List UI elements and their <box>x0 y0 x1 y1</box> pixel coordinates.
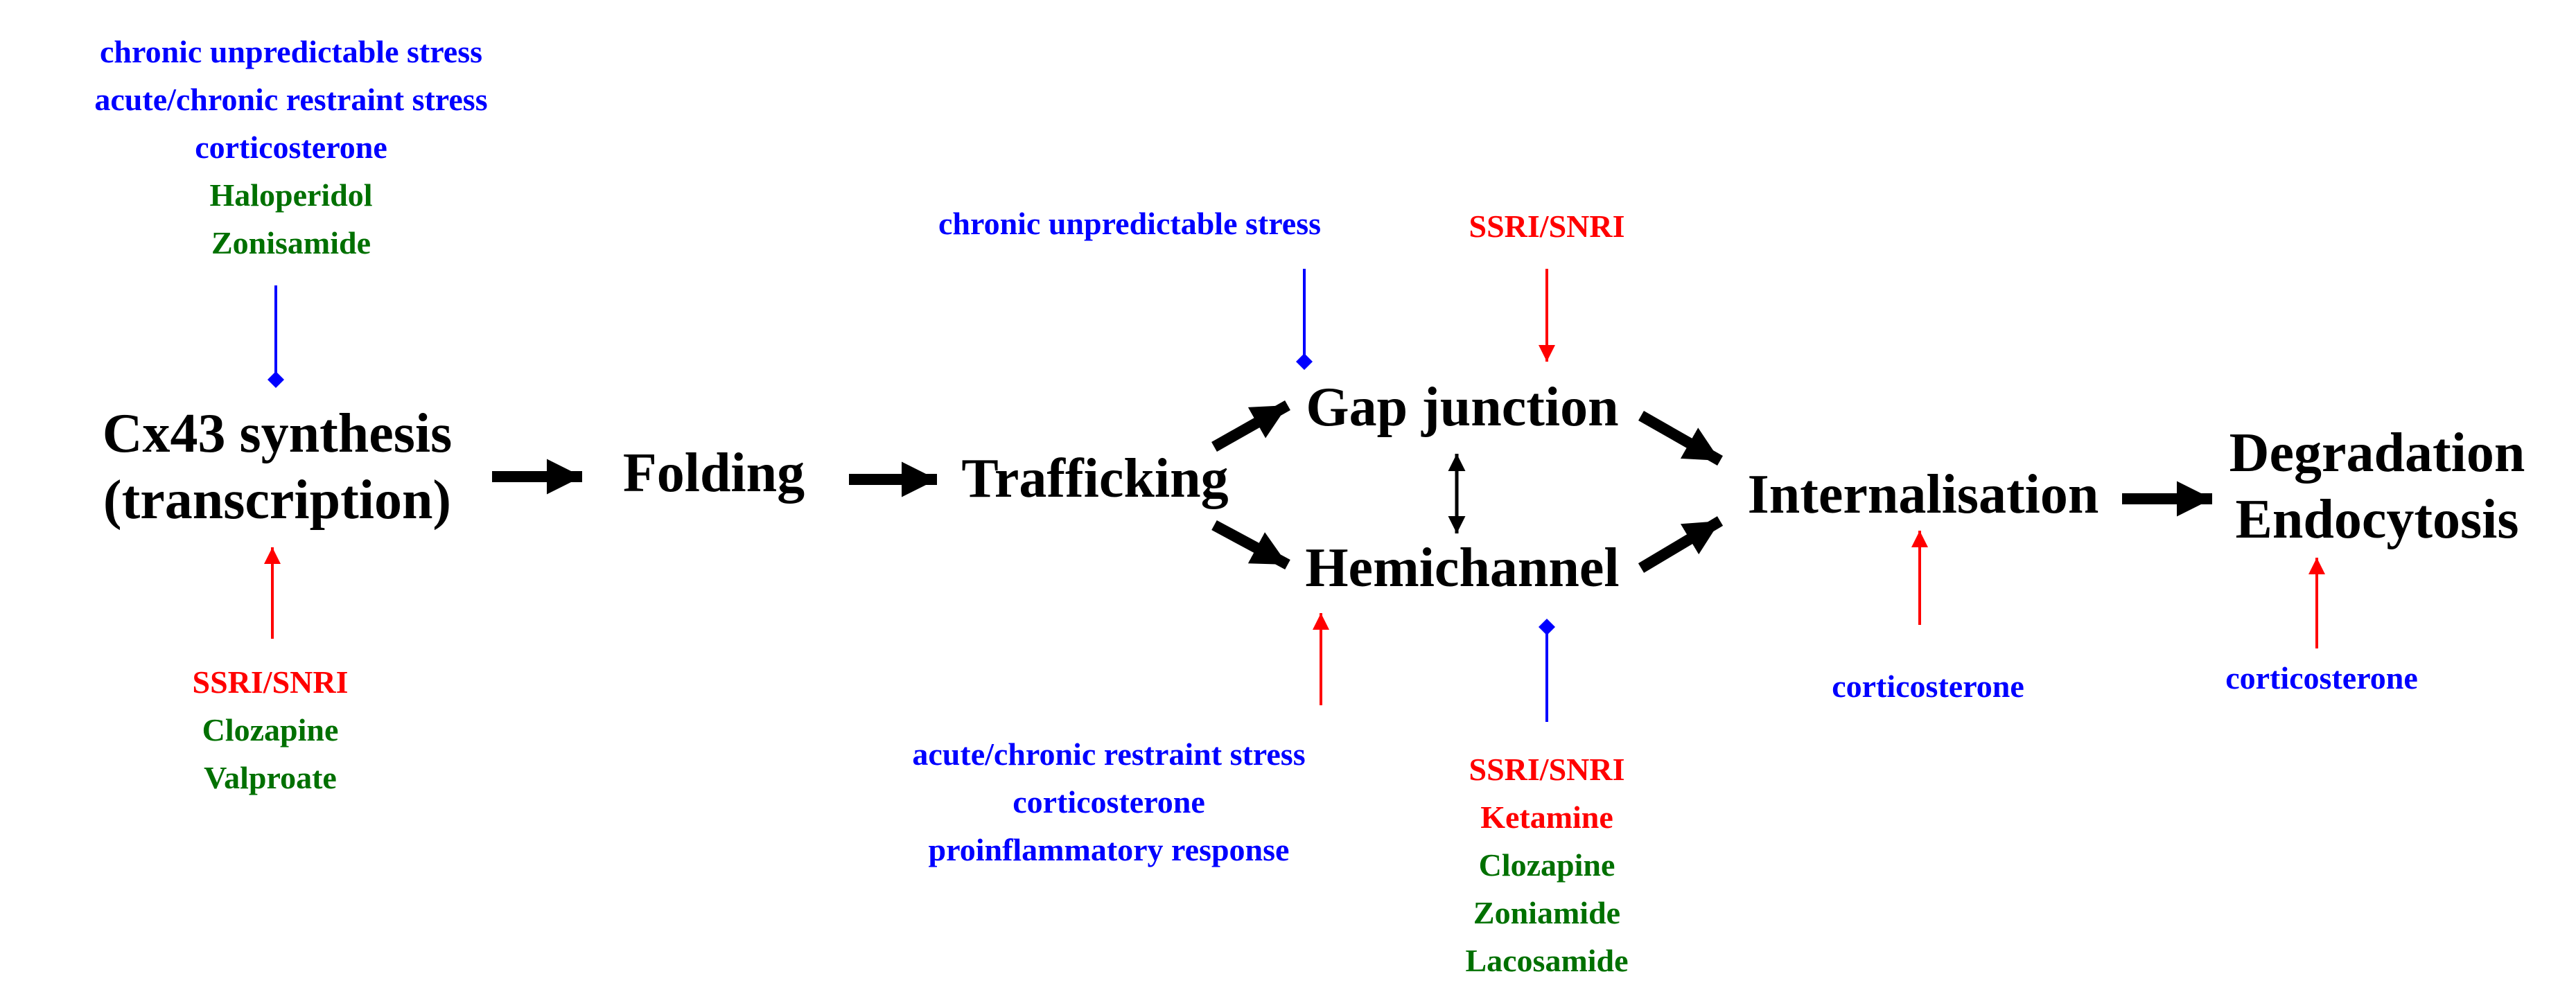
node-hemichannel: Hemichannel <box>1282 535 1642 601</box>
modulator-label: SSRI/SNRI <box>1469 209 1625 244</box>
node-degradation-line-1: Degradation <box>2229 423 2525 484</box>
node-cx43-synthesis-line-2: (transcription) <box>103 470 452 531</box>
modulators-degradation-bottom: corticosterone <box>2183 654 2460 702</box>
node-trafficking-label: Trafficking <box>961 448 1229 509</box>
modulator-label: Haloperidol <box>209 177 373 213</box>
modulators-gap-junction-top-left: chronic unpredictable stress <box>859 200 1400 247</box>
modulator-label: Ketamine <box>1480 799 1613 835</box>
modulator-label: acute/chronic restraint stress <box>94 82 488 117</box>
arrow-gap-junction-to-internalisation <box>1638 411 1723 466</box>
node-folding-label: Folding <box>622 443 805 504</box>
modulators-internalisation-bottom: corticosterone <box>1789 662 2067 710</box>
node-internalisation-label: Internalisation <box>1747 464 2099 525</box>
modulator-label: Valproate <box>204 760 337 795</box>
modulator-label: Lacosamide <box>1465 943 1629 978</box>
modulator-label: acute/chronic restraint stress <box>912 736 1306 772</box>
node-cx43-synthesis-line-1: Cx43 synthesis <box>102 403 453 464</box>
modulators-hemichannel-bottom-right: SSRI/SNRI Ketamine Clozapine Zoniamide L… <box>1408 745 1685 984</box>
arrow-trafficking-to-hemichannel <box>1211 520 1290 570</box>
modulator-label: chronic unpredictable stress <box>99 34 483 69</box>
modulators-synthesis-bottom: SSRI/SNRI Clozapine Valproate <box>132 658 409 802</box>
modulators-hemichannel-bottom-left: acute/chronic restraint stress corticost… <box>832 730 1386 874</box>
modulator-label: Clozapine <box>202 712 339 748</box>
modulator-label: Clozapine <box>1478 847 1615 883</box>
modulator-label: corticosterone <box>195 130 387 165</box>
node-degradation-endocytosis: Degradation Endocytosis <box>2211 420 2543 553</box>
modulators-gap-junction-top-right: SSRI/SNRI <box>1422 202 1672 250</box>
arrow-trafficking-to-gap-junction <box>1211 400 1290 452</box>
node-cx43-synthesis: Cx43 synthesis (transcription) <box>55 400 499 533</box>
modulator-label: chronic unpredictable stress <box>938 206 1322 241</box>
modulator-label: corticosterone <box>2225 660 2418 696</box>
modulator-label: corticosterone <box>1832 669 2024 704</box>
modulator-label: Zoniamide <box>1473 895 1621 930</box>
node-folding: Folding <box>596 440 832 506</box>
modulator-label: SSRI/SNRI <box>1469 752 1625 787</box>
node-internalisation: Internalisation <box>1726 461 2121 528</box>
arrow-hemichannel-to-internalisation <box>1638 516 1724 573</box>
modulator-label: proinflammatory response <box>928 832 1290 867</box>
modulator-label: corticosterone <box>1013 784 1205 820</box>
node-gap-junction-label: Gap junction <box>1306 377 1619 438</box>
node-gap-junction: Gap junction <box>1282 374 1642 441</box>
modulator-label: Zonisamide <box>211 225 371 260</box>
node-degradation-line-2: Endocytosis <box>2235 489 2519 550</box>
node-hemichannel-label: Hemichannel <box>1305 538 1620 599</box>
modulators-synthesis-top: chronic unpredictable stress acute/chron… <box>28 28 554 267</box>
node-trafficking: Trafficking <box>943 445 1247 512</box>
modulator-label: SSRI/SNRI <box>192 664 349 700</box>
